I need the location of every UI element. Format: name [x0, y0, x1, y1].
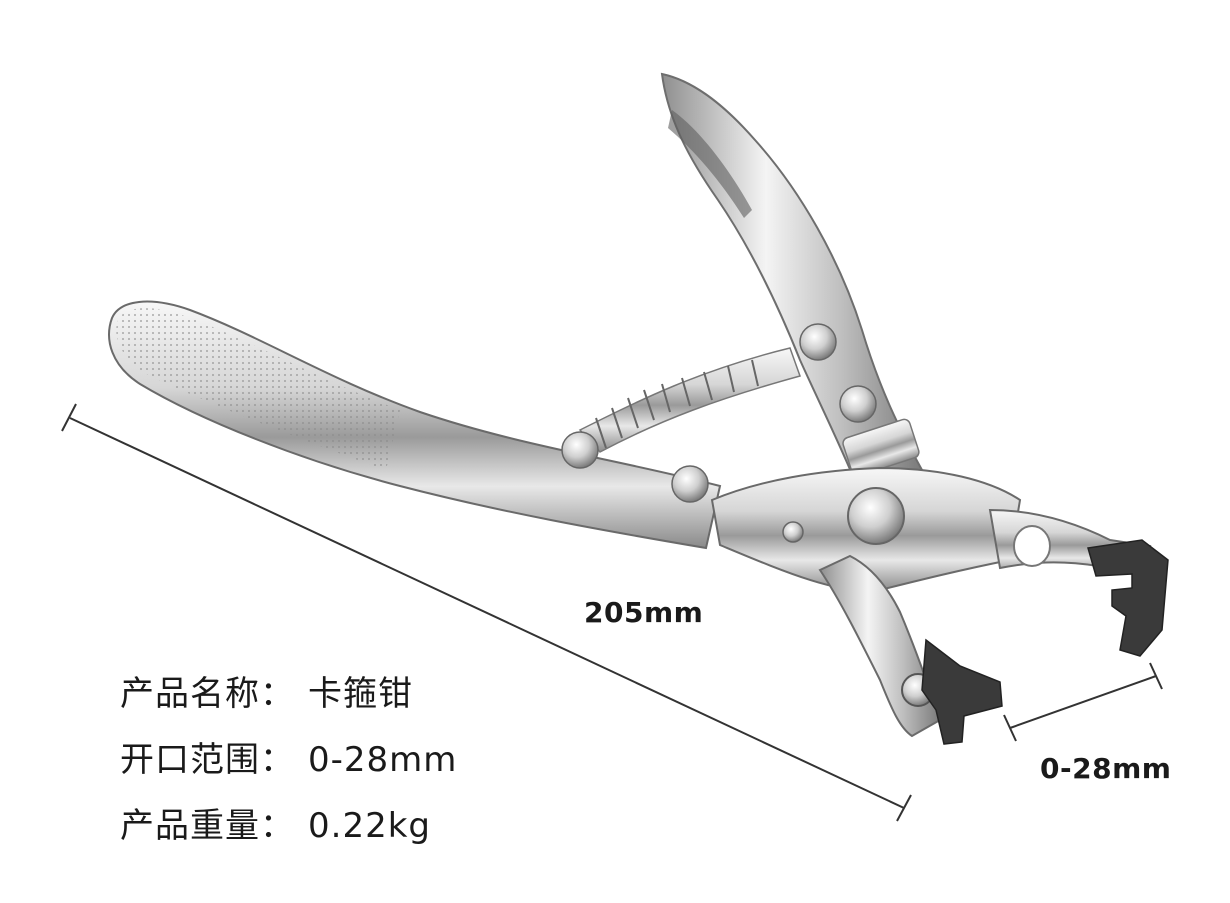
jaw-tips: [921, 539, 1169, 745]
spec-separator: ：: [260, 674, 294, 714]
lower-handle: [108, 300, 722, 550]
coil-spring: [578, 347, 801, 453]
spec-value: 卡箍钳: [308, 674, 413, 714]
spec-value: 0.22kg: [308, 806, 431, 846]
opening-dimension-label: 0-28mm: [1040, 752, 1172, 785]
spec-list: 产品名称 ： 卡箍钳 开口范围 ： 0-28mm 产品重量 ： 0.22kg: [120, 670, 457, 868]
spec-key: 产品重量: [120, 806, 260, 846]
spec-separator: ：: [260, 806, 294, 846]
spec-row-name: 产品名称 ： 卡箍钳: [120, 670, 457, 736]
spec-separator: ：: [260, 740, 294, 780]
plier-head: [710, 466, 1152, 738]
upper-handle: [660, 72, 924, 490]
length-dimension-line: [61, 403, 912, 822]
spec-key: 开口范围: [120, 740, 260, 780]
spec-row-weight: 产品重量 ： 0.22kg: [120, 802, 457, 868]
spec-row-range: 开口范围 ： 0-28mm: [120, 736, 457, 802]
spec-key: 产品名称: [120, 674, 260, 714]
length-dimension-label: 205mm: [584, 596, 704, 629]
spec-value: 0-28mm: [308, 740, 458, 780]
opening-dimension-line: [1003, 662, 1163, 742]
